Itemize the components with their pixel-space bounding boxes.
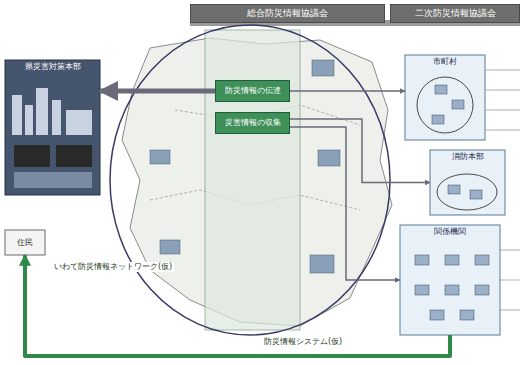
group-panel: 関係機関: [400, 225, 500, 335]
monitor-icon: [14, 145, 50, 167]
pc-icon: [415, 285, 429, 295]
node-text: 市町村: [405, 55, 485, 69]
node-text: 消防本部: [430, 150, 505, 164]
group-ellipse: [417, 77, 473, 133]
monitor-icon: [56, 145, 92, 167]
node-text: 総合防災情報協議会: [191, 6, 384, 21]
pc-icon: [452, 100, 464, 109]
wire: [485, 110, 520, 111]
node-text: 二次防災情報協議会: [391, 6, 519, 21]
wire: [500, 250, 520, 251]
hq-panel: 県災害対策本部: [5, 60, 100, 195]
pc-icon: [448, 185, 460, 194]
header-band: 総合防災情報協議会: [190, 4, 385, 23]
pc-icon: [432, 115, 444, 124]
node-text: 住民: [5, 236, 45, 250]
wire: [485, 90, 520, 91]
connector-arrow: [25, 255, 450, 356]
wire: [485, 130, 520, 131]
panel-ground: [430, 150, 505, 215]
panel-ground: [400, 225, 500, 335]
pc-icon: [445, 285, 459, 295]
network-column: [205, 30, 300, 330]
building-icon: [52, 100, 61, 135]
pc-icon: [435, 85, 447, 94]
building-icon: [25, 105, 33, 135]
system-label: 防災情報システム(仮): [262, 337, 344, 347]
process-box: 災害情報の収集: [215, 112, 290, 134]
building-icon: [36, 88, 48, 135]
pc-icon: [475, 285, 489, 295]
terminal-box: 住民: [5, 230, 45, 255]
area-ellipse: [110, 25, 390, 335]
pc-icon: [430, 310, 444, 320]
process-box: 防災情報の伝達: [215, 80, 290, 102]
pc-icon: [475, 255, 489, 265]
group-panel: 市町村: [405, 55, 485, 140]
connector-arrow: [290, 119, 430, 183]
group-panel: 消防本部: [430, 150, 505, 215]
terminal-box: [5, 230, 45, 255]
pc-icon: [445, 255, 459, 265]
facility-icon: [150, 150, 170, 164]
wire: [485, 70, 520, 71]
node-text: 県災害対策本部: [5, 60, 100, 74]
hq-panel: [5, 60, 100, 195]
node-text: 関係機関: [400, 225, 500, 239]
connector-arrow: [290, 90, 405, 92]
wire: [500, 310, 520, 311]
network-label: いわて防災情報ネットワーク(仮): [52, 262, 174, 272]
wire: [500, 280, 520, 281]
pc-icon: [460, 310, 474, 320]
node-text: 災害情報の収集: [216, 116, 289, 130]
node-text: 防災情報の伝達: [216, 84, 289, 98]
facility-icon: [312, 60, 334, 76]
building-icon: [12, 95, 22, 135]
header-band: 二次防災情報協議会: [390, 4, 520, 23]
facility-icon: [310, 255, 334, 273]
pc-icon: [415, 255, 429, 265]
facility-icon: [160, 240, 180, 254]
connector-arrow: [290, 127, 400, 280]
building-icon: [66, 110, 92, 135]
panel-ground: [405, 55, 485, 140]
connector-arrow: [100, 89, 215, 94]
pc-icon: [470, 190, 482, 199]
facility-icon: [318, 150, 340, 166]
desk-icon: [14, 172, 92, 188]
group-ellipse: [437, 174, 497, 210]
